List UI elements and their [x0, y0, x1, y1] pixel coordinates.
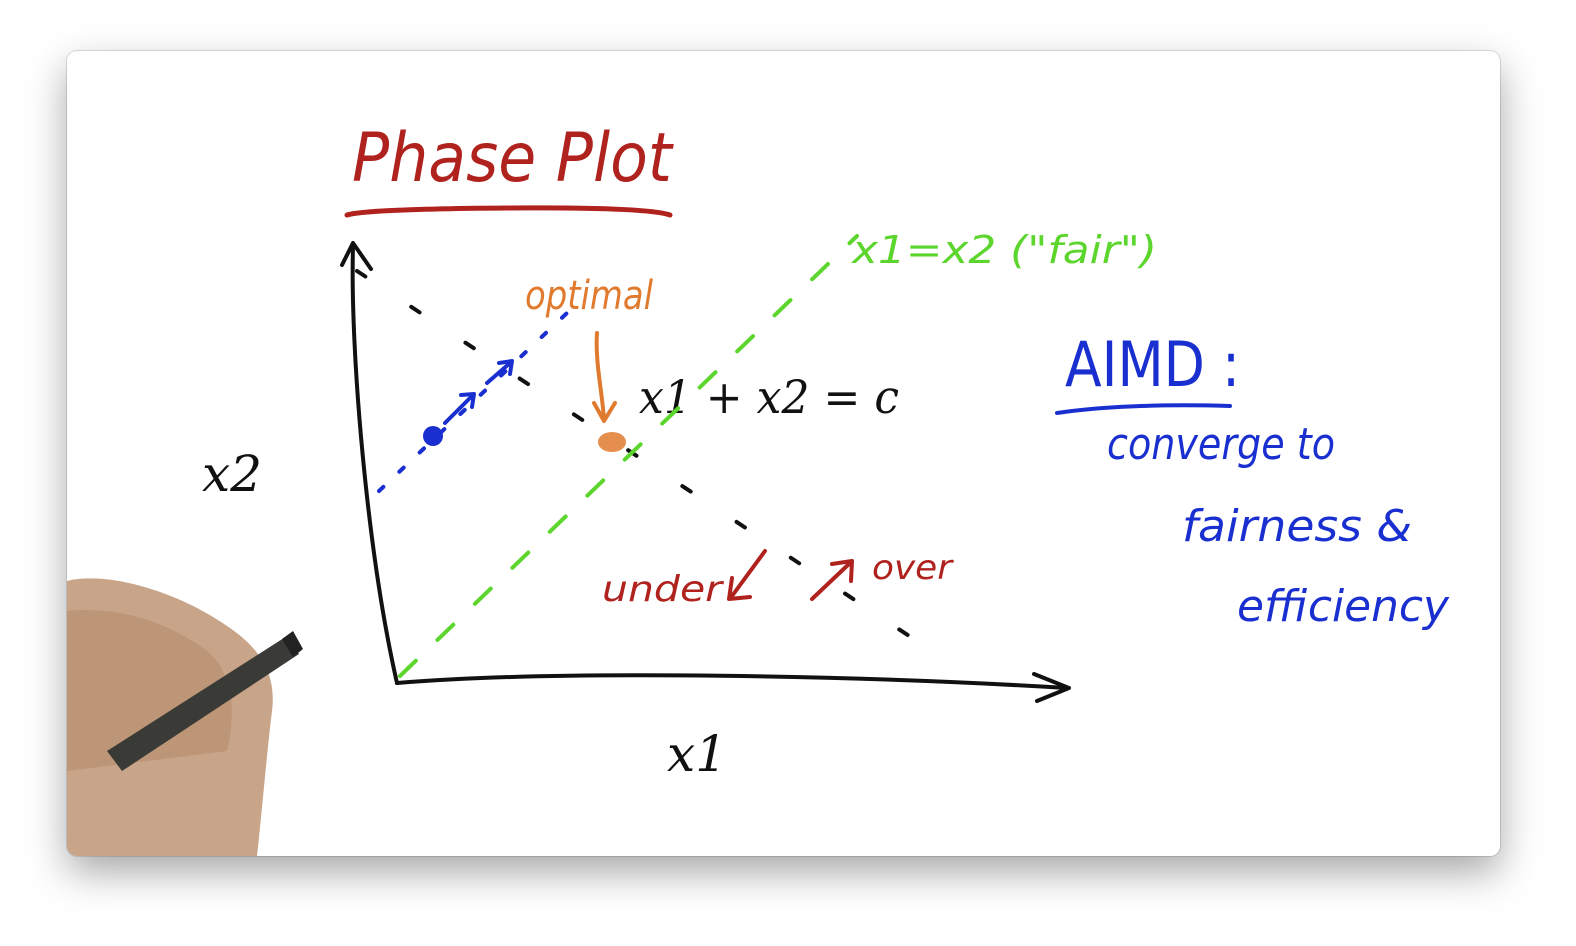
- optimal-pointer-arrowhead: [592, 401, 617, 423]
- efficiency-line-label: x1 + x2 = c: [639, 370, 899, 424]
- under-label: under: [602, 569, 724, 610]
- fairness-line-label: x1=x2 ("fair"): [851, 228, 1157, 272]
- x-axis-arrowhead: [1032, 672, 1071, 703]
- blue-arrow-1: [443, 394, 474, 425]
- aimd-line-2: fairness &: [1182, 501, 1412, 552]
- x-axis: [395, 673, 1069, 690]
- aimd-line-3: efficiency: [1237, 581, 1450, 632]
- title-underline: [344, 205, 673, 218]
- aimd-heading: AIMD :: [1065, 328, 1240, 401]
- y-axis-label: x2: [202, 445, 262, 503]
- y-axis: [350, 244, 399, 685]
- blue-arrow-2: [485, 361, 512, 385]
- under-arrow: [730, 549, 767, 598]
- whiteboard: Phase Plot x2 x1 x1 + x2 = c x1=x2 ("fai…: [67, 119, 1450, 856]
- under-arrowhead: [727, 576, 752, 601]
- fairness-line: [398, 234, 859, 678]
- hand-with-marker-image: [67, 578, 303, 856]
- over-arrow: [810, 561, 852, 601]
- y-axis-arrowhead: [340, 241, 373, 271]
- aimd-line-1: converge to: [1107, 419, 1335, 470]
- video-frame: Phase Plot x2 x1 x1 + x2 = c x1=x2 ("fai…: [67, 51, 1500, 856]
- optimal-label: optimal: [525, 273, 653, 319]
- diagram-title: Phase Plot: [352, 119, 674, 198]
- blue-arrowhead-2: [497, 359, 514, 376]
- optimal-pointer-arrow: [594, 331, 606, 421]
- optimal-point: [598, 432, 626, 452]
- efficiency-line: [355, 269, 949, 663]
- over-arrowhead: [830, 559, 854, 583]
- over-label: over: [872, 548, 954, 588]
- x-axis-label: x1: [667, 725, 727, 783]
- blue-arrowhead-1: [459, 392, 476, 409]
- aimd-underline: [1055, 403, 1232, 415]
- blue-start-point: [423, 426, 443, 446]
